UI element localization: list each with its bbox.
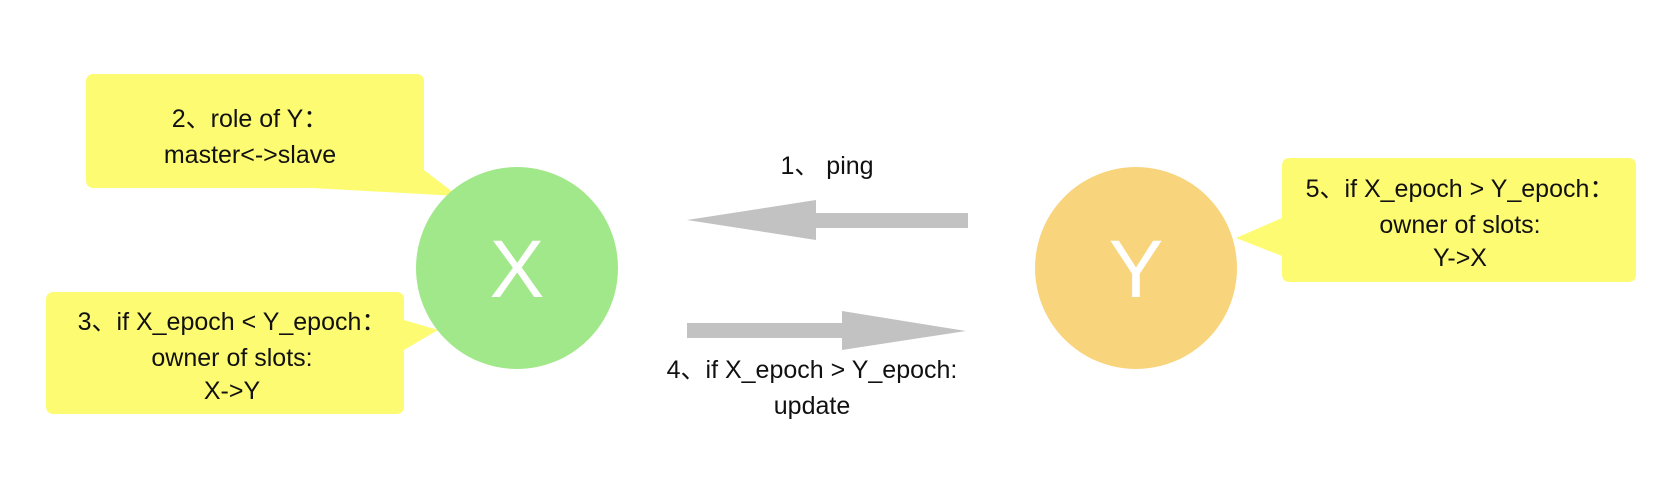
node-x-circle: [416, 167, 618, 369]
callout-x-greater-than-y: 5、if X_epoch > Y_epoch： owner of slots: …: [1236, 158, 1636, 282]
callout-x-less-than-y: 3、if X_epoch < Y_epoch： owner of slots: …: [46, 292, 438, 414]
callout-role-line2: master<->slave: [164, 141, 336, 169]
arrow-ping-shape: [687, 200, 968, 240]
callout-x-greater-line1: 5、if X_epoch > Y_epoch：: [1306, 175, 1615, 203]
node-y-label: Y: [1109, 224, 1164, 315]
callout-x-less-line1: 3、if X_epoch < Y_epoch：: [78, 308, 387, 336]
callout-role-shape: [86, 74, 458, 196]
arrow-update-shape: [687, 311, 966, 350]
callout-role-of-y: 2、role of Y： master<->slave: [86, 74, 458, 196]
callout-x-greater-line2: owner of slots:: [1379, 211, 1540, 239]
node-x-label: X: [490, 224, 545, 315]
node-x: X: [416, 167, 618, 369]
node-y-circle: [1035, 167, 1237, 369]
arrow-ping: 1、 ping: [687, 152, 968, 240]
callout-x-less-line2: owner of slots:: [151, 344, 312, 372]
callout-x-less-shape: [46, 292, 438, 414]
arrow-ping-label: 1、 ping: [780, 152, 873, 180]
callout-role-line1: 2、role of Y：: [172, 105, 329, 133]
callout-x-greater-shape: [1236, 158, 1636, 282]
node-y: Y: [1035, 167, 1237, 369]
arrow-update-label-line1: 4、if X_epoch > Y_epoch:: [667, 356, 958, 384]
arrow-update-label-line2: update: [774, 392, 850, 420]
callout-x-less-line3: X->Y: [204, 377, 261, 405]
arrow-update: 4、if X_epoch > Y_epoch: update: [667, 311, 966, 420]
callout-x-greater-line3: Y->X: [1433, 244, 1487, 272]
